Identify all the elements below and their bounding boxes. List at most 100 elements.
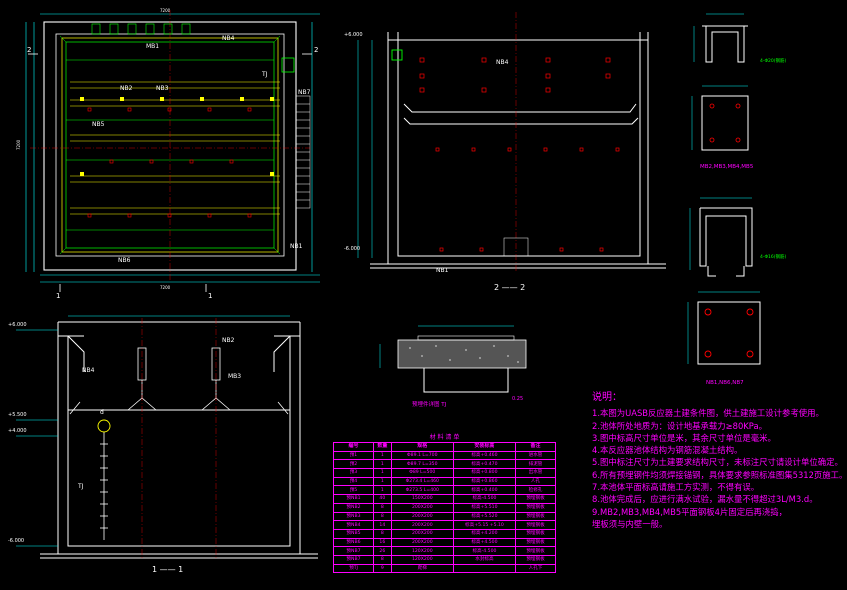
s11-label-mb3: MB3	[228, 373, 241, 380]
table-cell: 标高+0.400	[452, 485, 517, 496]
table-header-cell: 备注	[515, 442, 556, 452]
table-cell: 标高+5.510	[452, 502, 517, 513]
note-10: 埋板须与内壁一般。	[592, 518, 668, 529]
s22-elev-bottom: -6.000	[344, 246, 360, 252]
table-cell: 120X200	[390, 554, 454, 565]
table-cell: 8	[372, 528, 392, 539]
plan-label-nb7: NB7	[298, 89, 311, 96]
note-4: 4.本反应器池体结构为钢筋混凝土结构。	[592, 445, 743, 456]
plan-label-nb4: NB4	[222, 35, 235, 42]
table-cell: 人孔下	[515, 563, 556, 574]
table-cell: 1	[372, 468, 392, 478]
table-cell: 1	[372, 476, 392, 487]
plan-section-mark-bottom-b: 1	[208, 292, 212, 300]
plan-label-nb1: NB1	[290, 243, 303, 250]
table-cell: Φ273.5 L=400	[390, 485, 454, 496]
svg-text:7200: 7200	[16, 139, 21, 150]
table-cell: 8	[372, 554, 392, 565]
table-cell: 爬梯	[390, 563, 454, 574]
s11-elev-3: +4.000	[8, 428, 27, 434]
table-cell: 150X200	[390, 494, 454, 504]
s22-label-nb1: NB1	[436, 267, 449, 274]
plan-label-nb2: NB2	[120, 85, 133, 92]
s11-elev-4: -6.000	[8, 538, 24, 544]
table-cell: 排泥管	[515, 459, 556, 470]
table-cell: 水封标高	[452, 554, 517, 565]
s22-label-nb4: NB4	[496, 59, 509, 66]
table-cell: 标高+5.15 +5.10	[452, 520, 517, 530]
table-cell: 预2	[333, 459, 374, 470]
note-1: 1.本图为UASB反应器土建条件图，供土建施工设计参考使用。	[592, 408, 824, 419]
table-cell: 预埋钢板	[515, 502, 556, 513]
detail-caption-1: MB2,MB3,MB4,MB5	[700, 164, 754, 170]
table-cell: 200X200	[390, 520, 454, 530]
plan-label-nb6: NB6	[118, 257, 131, 264]
table-header-row: 编号 数量 规格 安装标高 备注	[333, 442, 556, 452]
table-cell: 标高+0.860	[452, 476, 517, 487]
table-cell: 进水管	[515, 450, 556, 461]
embed-detail-dim: 0.25	[512, 396, 523, 402]
note-5: 5.图中标注尺寸为土建要求结构尺寸，未标注尺寸请设计单位确定。	[592, 457, 843, 468]
table-cell: 预NB7	[333, 554, 374, 565]
table-cell: 预1	[333, 450, 374, 461]
table-cell: 200X200	[390, 502, 454, 513]
table-cell: 9	[372, 563, 392, 574]
table-cell: 标高+0.470	[452, 459, 517, 470]
right-details: 4-Φ20(钢筋) MB2,MB3,MB4,MB5 4-Φ16(钢筋) NB1,…	[687, 13, 787, 386]
table-cell: Φ273.4 L=460	[390, 476, 454, 487]
table-cell: 8	[372, 511, 392, 522]
detail-anchor-note-2: 4-Φ16(钢筋)	[760, 253, 787, 260]
table-cell: 1	[372, 450, 392, 461]
detail-caption-2: NB1,NB6,NB7	[706, 380, 744, 386]
table-cell: 预NB2	[333, 502, 374, 513]
table-cell: 预埋钢板	[515, 537, 556, 548]
material-table-title: 材 料 清 单	[429, 434, 460, 441]
table-cell: 检修孔	[515, 485, 556, 496]
table-cell: 预NB1	[333, 494, 374, 504]
table-cell: Φ89 L=500	[390, 468, 454, 478]
table-cell: 标高-4.500	[452, 546, 517, 556]
table-cell: Φ89.7 L=350	[390, 459, 454, 470]
table-cell: 标高+4.500	[452, 537, 517, 548]
table-header-cell: 编号	[333, 442, 374, 452]
table-cell: 1	[372, 459, 392, 470]
note-2: 2.池体所处地质为：设计地基承载力≥80KPa。	[592, 420, 767, 431]
svg-text:7200: 7200	[160, 285, 171, 290]
section-2-2: +6.000 -6.000 NB4 NB1 2 —— 2	[344, 12, 666, 292]
s11-label-nb2: NB2	[222, 337, 235, 344]
section-2-2-caption: 2 —— 2	[494, 283, 525, 292]
table-cell: 预NB3	[333, 511, 374, 522]
s11-elev-1: +6.000	[8, 322, 27, 328]
plan-section-mark-right: 2	[314, 46, 318, 54]
s11-elev-2: +5.500	[8, 412, 27, 418]
plan-label-nb3: NB3	[156, 85, 169, 92]
table-cell	[452, 563, 517, 574]
s11-label-tj: TJ	[77, 483, 84, 490]
detail-anchor-note-1: 4-Φ20(钢筋)	[760, 57, 787, 64]
section-1-1-caption: 1 —— 1	[152, 565, 183, 574]
note-8: 8.池体完成后，应进行满水试验，漏水量不得超过3L/M3.d。	[592, 494, 818, 505]
table-cell: 200X200	[390, 528, 454, 539]
table-cell: 预NB4	[333, 520, 374, 530]
table-cell: 出水管	[515, 468, 556, 478]
table-cell: 预埋钢板	[515, 554, 556, 565]
table-cell: 预TJ	[333, 563, 374, 574]
table-cell: 40	[372, 494, 392, 504]
note-9: 9.MB2,MB3,MB4,MB5平面钢板4片固定后再浇捣，	[592, 506, 788, 517]
note-6: 6.所有预埋钢件均须焊接锚钢，具体要求参照标准图集5312页施工。	[592, 469, 847, 480]
table-cell: 预NB6	[333, 537, 374, 548]
table-header-cell: 规格	[390, 442, 454, 452]
table-cell: 8	[372, 502, 392, 513]
table-cell: 预埋钢板	[515, 546, 556, 556]
table-cell: 200X200	[390, 511, 454, 522]
